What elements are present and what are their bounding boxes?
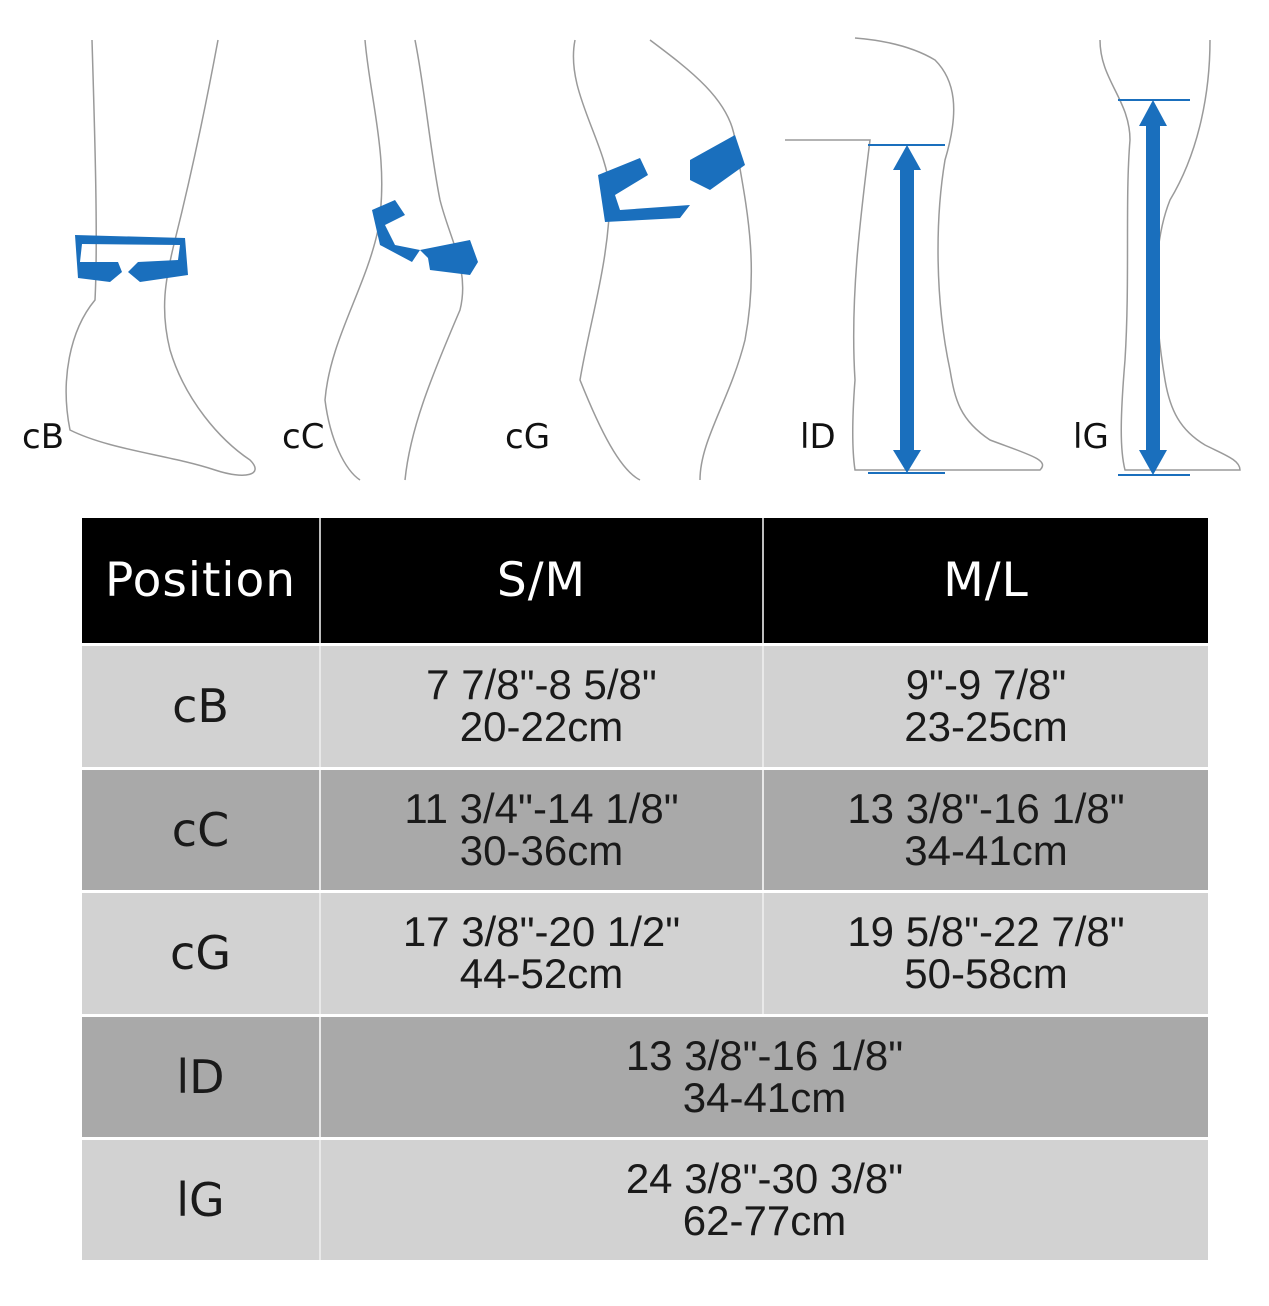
leg-measurement-illustration — [65, 37, 1241, 481]
ml-cell: 13 3/8"-16 1/8"34-41cm — [763, 766, 1208, 892]
cm-value: 34-41cm — [682, 1073, 847, 1121]
cg-band-arrow-icon — [598, 158, 690, 222]
inch-value: 19 5/8"-22 7/8" — [847, 908, 1125, 956]
sm-cell: 17 3/8"-20 1/2"44-52cm — [320, 890, 764, 1016]
inch-value: 13 3/8"-16 1/8" — [847, 784, 1125, 832]
figure-label-cb: cB — [22, 417, 65, 457]
sm-cell: 7 7/8"-8 5/8"20-22cm — [320, 643, 764, 769]
position-cell: lG — [82, 1137, 321, 1260]
cm-value: 50-58cm — [904, 950, 1068, 998]
cb-band-arrow-icon — [75, 235, 188, 282]
sm-cell: 11 3/4"-14 1/8"30-36cm — [320, 766, 764, 892]
position-cell: lD — [82, 1013, 321, 1139]
position-cell: cB — [82, 643, 321, 769]
table-row: cC 11 3/4"-14 1/8"30-36cm 13 3/8"-16 1/8… — [82, 766, 1208, 892]
figure-label-cc: cC — [282, 417, 325, 457]
all-sizes-cell: 13 3/8"-16 1/8"34-41cm — [320, 1013, 1208, 1139]
cm-value: 34-41cm — [904, 826, 1068, 874]
table-row: cB 7 7/8"-8 5/8"20-22cm 9"-9 7/8"23-25cm — [82, 643, 1208, 769]
table-header-row: Position S/M M/L — [82, 518, 1208, 645]
cm-value: 30-36cm — [459, 826, 624, 874]
table-row: lG 24 3/8"-30 3/8"62-77cm — [82, 1137, 1208, 1260]
ld-length-arrow-icon — [868, 144, 945, 474]
table-row: cG 17 3/8"-20 1/2"44-52cm 19 5/8"-22 7/8… — [82, 890, 1208, 1016]
lg-length-arrow-icon — [1118, 99, 1190, 476]
inch-value: 11 3/4"-14 1/8" — [404, 784, 679, 832]
inch-value: 7 7/8"-8 5/8" — [426, 661, 657, 709]
inch-value: 13 3/8"-16 1/8" — [625, 1031, 904, 1079]
figure-label-lg: lG — [1073, 417, 1109, 457]
size-chart-table: Position S/M M/L cB 7 7/8"-8 5/8"20-22cm… — [82, 518, 1208, 1260]
header-sm: S/M — [320, 518, 764, 645]
figure-label-ld: lD — [800, 417, 836, 457]
cm-value: 20-22cm — [459, 703, 624, 751]
figure-label-cg: cG — [505, 417, 551, 457]
cm-value: 62-77cm — [682, 1197, 847, 1245]
position-cell: cC — [82, 766, 321, 892]
position-cell: cG — [82, 890, 321, 1016]
cc-band-arrow-icon — [372, 200, 420, 262]
table-row: lD 13 3/8"-16 1/8"34-41cm — [82, 1013, 1208, 1139]
ml-cell: 19 5/8"-22 7/8"50-58cm — [763, 890, 1208, 1016]
cm-value: 23-25cm — [904, 703, 1068, 751]
cm-value: 44-52cm — [459, 950, 624, 998]
inch-value: 24 3/8"-30 3/8" — [625, 1155, 904, 1203]
inch-value: 9"-9 7/8" — [905, 661, 1067, 709]
all-sizes-cell: 24 3/8"-30 3/8"62-77cm — [320, 1137, 1208, 1260]
inch-value: 17 3/8"-20 1/2" — [402, 908, 681, 956]
header-ml: M/L — [763, 518, 1208, 645]
ml-cell: 9"-9 7/8"23-25cm — [763, 643, 1208, 769]
header-position: Position — [82, 518, 321, 645]
